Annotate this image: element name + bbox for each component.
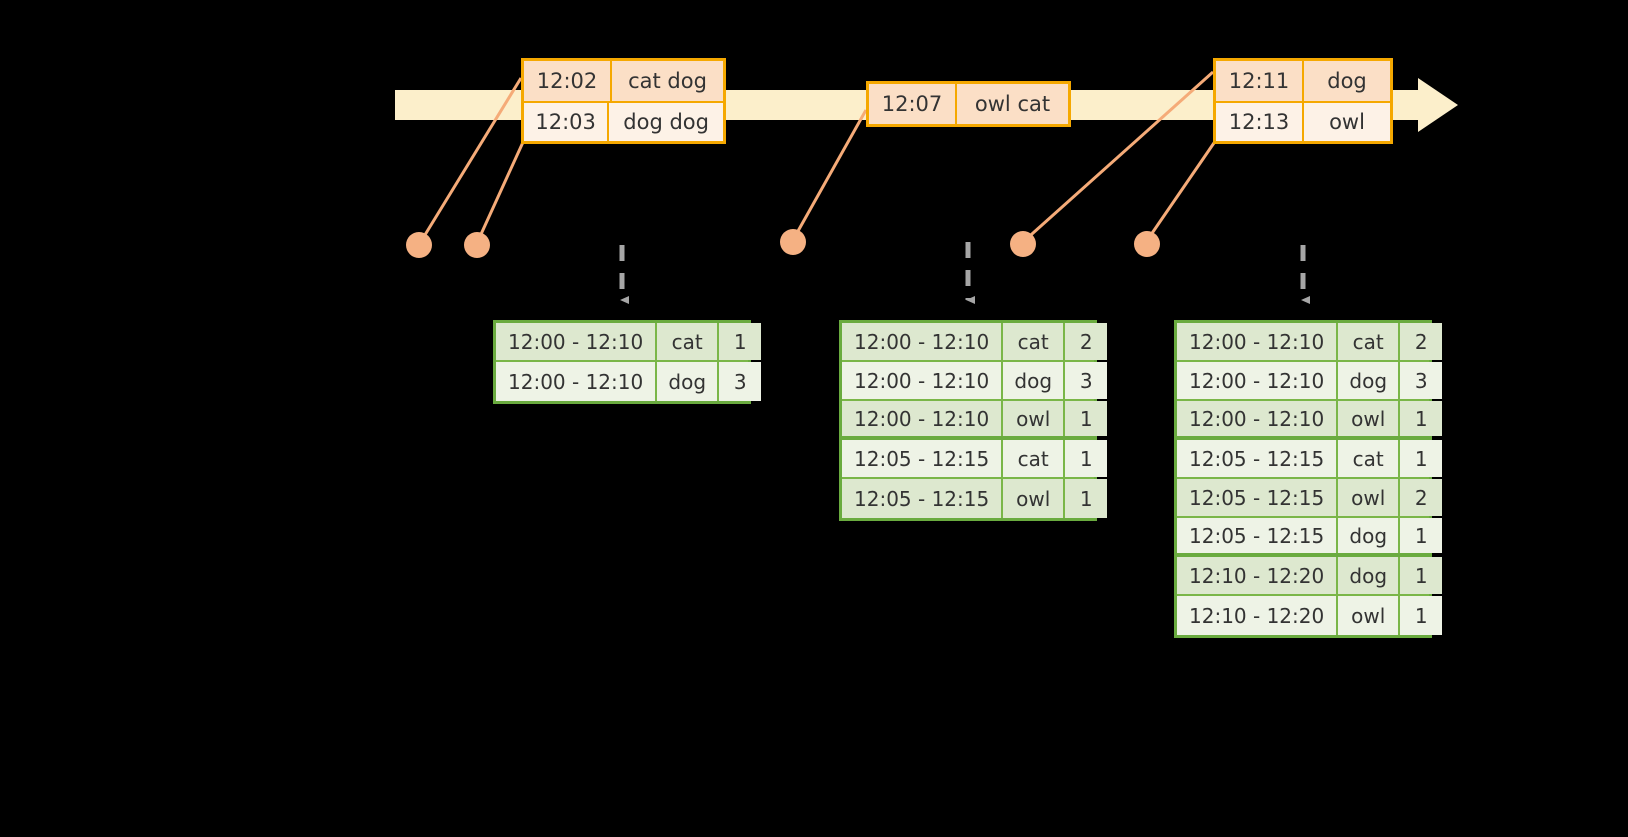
event-box-2[interactable]: 12:07 owl cat <box>866 81 1071 127</box>
table-row[interactable]: 12:05 - 12:15 owl 1 <box>842 479 1108 518</box>
dashed-arrow-group <box>619 242 1310 304</box>
cell-count: 1 <box>1065 479 1108 518</box>
table-row[interactable]: 12:00 - 12:10 dog 3 <box>842 362 1108 401</box>
cell-word: dog <box>1338 362 1401 399</box>
cell-word: owl <box>1003 401 1066 436</box>
cell-window: 12:05 - 12:15 <box>1177 440 1339 477</box>
leader-lines <box>418 70 1218 244</box>
event-row[interactable]: 12:11 dog <box>1216 61 1390 101</box>
event-row[interactable]: 12:13 owl <box>1216 101 1390 141</box>
cell-window: 12:05 - 12:15 <box>842 440 1004 477</box>
cell-word: dog <box>1338 518 1401 553</box>
cell-window: 12:00 - 12:10 <box>1177 401 1339 436</box>
cell-word: owl <box>1338 401 1401 436</box>
table-row[interactable]: 12:10 - 12:20 dog 1 <box>1177 557 1443 596</box>
result-table-2[interactable]: 12:00 - 12:10 cat 2 12:00 - 12:10 dog 3 … <box>839 320 1108 521</box>
cell-window: 12:05 - 12:15 <box>842 479 1004 518</box>
cell-count: 3 <box>1400 362 1443 399</box>
event-row[interactable]: 12:02 cat dog <box>524 61 723 101</box>
cell-word: cat <box>657 323 720 360</box>
table-row[interactable]: 12:05 - 12:15 owl 2 <box>1177 479 1443 518</box>
cell-window: 12:00 - 12:10 <box>1177 323 1339 360</box>
event-row[interactable]: 12:07 owl cat <box>869 84 1068 124</box>
table-row[interactable]: 12:05 - 12:15 dog 1 <box>1177 518 1443 557</box>
event-words: cat dog <box>612 61 723 101</box>
cell-word: dog <box>1338 557 1401 594</box>
table-row[interactable]: 12:00 - 12:10 owl 1 <box>842 401 1108 440</box>
cell-word: owl <box>1338 479 1401 516</box>
cell-window: 12:05 - 12:15 <box>1177 518 1339 553</box>
cell-count: 1 <box>1400 596 1443 635</box>
event-time: 12:11 <box>1216 61 1304 101</box>
cell-word: cat <box>1338 323 1401 360</box>
cell-window: 12:10 - 12:20 <box>1177 596 1339 635</box>
cell-count: 1 <box>1400 401 1443 436</box>
event-words: owl cat <box>957 84 1068 124</box>
cell-word: cat <box>1338 440 1401 477</box>
cell-count: 1 <box>1400 518 1443 553</box>
cell-word: owl <box>1338 596 1401 635</box>
cell-word: dog <box>1003 362 1066 399</box>
table-row[interactable]: 12:00 - 12:10 cat 2 <box>1177 323 1443 362</box>
cell-count: 3 <box>1065 362 1108 399</box>
event-dot-2 <box>464 232 490 258</box>
cell-count: 3 <box>719 362 762 401</box>
table-row[interactable]: 12:05 - 12:15 cat 1 <box>1177 440 1443 479</box>
cell-count: 1 <box>1065 401 1108 436</box>
table-row[interactable]: 12:10 - 12:20 owl 1 <box>1177 596 1443 635</box>
cell-window: 12:00 - 12:10 <box>842 362 1004 399</box>
cell-count: 1 <box>1065 440 1108 477</box>
event-dot-3 <box>780 229 806 255</box>
cell-window: 12:00 - 12:10 <box>1177 362 1339 399</box>
result-table-3[interactable]: 12:00 - 12:10 cat 2 12:00 - 12:10 dog 3 … <box>1174 320 1443 638</box>
event-words: dog dog <box>609 103 723 141</box>
event-time: 12:07 <box>869 84 957 124</box>
event-row[interactable]: 12:03 dog dog <box>524 101 723 141</box>
cell-count: 1 <box>1400 557 1443 594</box>
cell-count: 2 <box>1400 323 1443 360</box>
cell-window: 12:00 - 12:10 <box>496 362 658 401</box>
cell-word: cat <box>1003 323 1066 360</box>
cell-window: 12:05 - 12:15 <box>1177 479 1339 516</box>
cell-window: 12:10 - 12:20 <box>1177 557 1339 594</box>
cell-word: dog <box>657 362 720 401</box>
cell-window: 12:00 - 12:10 <box>842 401 1004 436</box>
cell-word: owl <box>1003 479 1066 518</box>
cell-window: 12:00 - 12:10 <box>842 323 1004 360</box>
cell-count: 1 <box>1400 440 1443 477</box>
cell-count: 1 <box>719 323 762 360</box>
event-time: 12:02 <box>524 61 612 101</box>
event-dot-4 <box>1010 231 1036 257</box>
table-row[interactable]: 12:05 - 12:15 cat 1 <box>842 440 1108 479</box>
cell-word: cat <box>1003 440 1066 477</box>
table-row[interactable]: 12:00 - 12:10 owl 1 <box>1177 401 1443 440</box>
event-words: owl <box>1304 103 1390 141</box>
event-time: 12:03 <box>524 103 610 141</box>
event-box-1[interactable]: 12:02 cat dog 12:03 dog dog <box>521 58 726 144</box>
cell-window: 12:00 - 12:10 <box>496 323 658 360</box>
event-box-3[interactable]: 12:11 dog 12:13 owl <box>1213 58 1393 144</box>
table-row[interactable]: 12:00 - 12:10 dog 3 <box>1177 362 1443 401</box>
result-table-1[interactable]: 12:00 - 12:10 cat 1 12:00 - 12:10 dog 3 <box>493 320 762 404</box>
table-row[interactable]: 12:00 - 12:10 dog 3 <box>496 362 762 401</box>
event-words: dog <box>1304 61 1390 101</box>
cell-count: 2 <box>1400 479 1443 516</box>
event-dot-group <box>406 229 1160 258</box>
event-dot-5 <box>1134 231 1160 257</box>
event-dot-1 <box>406 232 432 258</box>
cell-count: 2 <box>1065 323 1108 360</box>
table-row[interactable]: 12:00 - 12:10 cat 1 <box>496 323 762 362</box>
table-row[interactable]: 12:00 - 12:10 cat 2 <box>842 323 1108 362</box>
event-time: 12:13 <box>1216 103 1304 141</box>
